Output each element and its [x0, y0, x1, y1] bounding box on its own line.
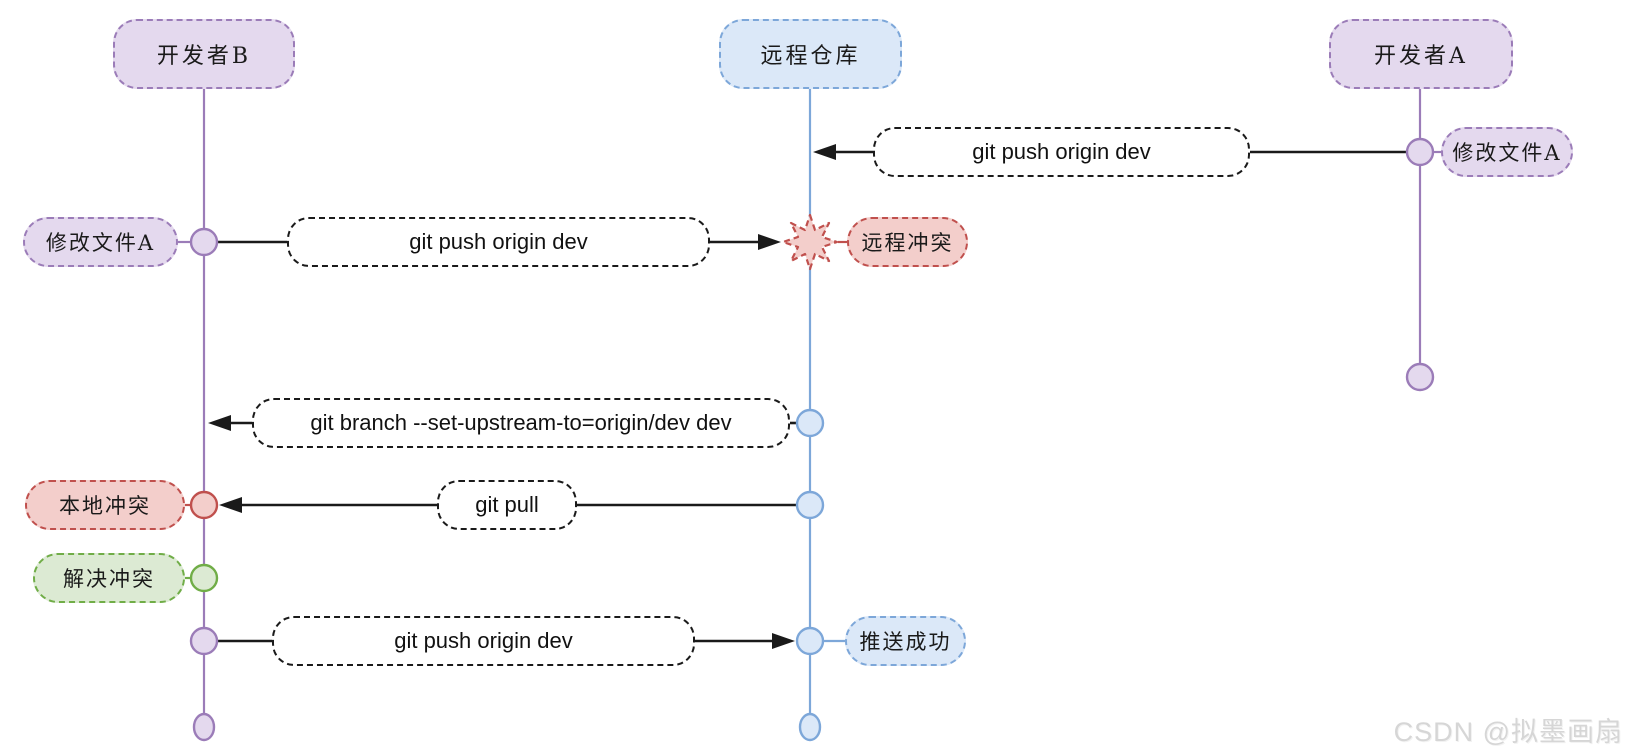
actor-devA: 开发者A: [1329, 19, 1513, 89]
lifeline-remote-end-node: [798, 712, 822, 742]
command-push-final-label: git push origin dev: [394, 628, 573, 653]
arrow-push-from-a: [813, 144, 1441, 160]
watermark: CSDN @拟墨画扇: [1393, 717, 1623, 747]
event-devB-modify-label: 修改文件A: [45, 231, 156, 255]
command-push-from-b-label: git push origin dev: [409, 229, 588, 254]
event-devB-modify: 修改文件A: [23, 217, 178, 267]
arrowhead-right: [772, 633, 795, 649]
event-local-conflict: 本地冲突: [25, 480, 185, 530]
arrowhead-left: [813, 144, 836, 160]
event-remote-conflict: 远程冲突: [847, 217, 968, 267]
node-remote-2: [795, 490, 825, 520]
event-devA-modify: 修改文件A: [1441, 127, 1573, 177]
arrow-push-final: [217, 633, 845, 649]
command-push-final: git push origin dev: [272, 616, 695, 666]
command-pull: git pull: [437, 480, 577, 530]
node-local-conflict: [189, 490, 219, 520]
actor-remote: 远程仓库: [719, 19, 902, 89]
arrow-push-from-b: [178, 234, 847, 250]
command-set-upstream: git branch --set-upstream-to=origin/dev …: [252, 398, 790, 448]
actor-remote-label: 远程仓库: [760, 44, 861, 69]
event-remote-conflict-label: 远程冲突: [861, 231, 954, 255]
command-push-from-a-label: git push origin dev: [972, 139, 1151, 164]
actor-devA-label: 开发者A: [1374, 44, 1468, 69]
lifeline-remote: [798, 89, 822, 742]
node-devB-commit: [189, 227, 219, 257]
actor-devB-label: 开发者B: [156, 44, 252, 69]
node-remote-success: [795, 626, 825, 656]
lifeline-devB: [192, 89, 216, 742]
event-resolve-conflict: 解决冲突: [33, 553, 185, 603]
arrowhead-right: [758, 234, 781, 250]
event-devA-modify-label: 修改文件A: [1452, 141, 1562, 165]
lifeline-devB-end-node: [192, 712, 216, 742]
conflict-burst-icon: [781, 213, 839, 271]
command-pull-label: git pull: [475, 492, 539, 517]
node-devA-commit: [1405, 137, 1435, 167]
lifeline-devA-end-node: [1405, 362, 1435, 392]
node-resolve-conflict: [189, 563, 219, 593]
node-devB-push: [189, 626, 219, 656]
lifeline-devA: [1405, 89, 1435, 392]
command-push-from-a: git push origin dev: [873, 127, 1250, 177]
event-resolve-conflict-label: 解决冲突: [63, 567, 155, 591]
event-push-success-label: 推送成功: [859, 630, 952, 654]
event-push-success: 推送成功: [845, 616, 966, 666]
command-push-from-b: git push origin dev: [287, 217, 710, 267]
arrowhead-left: [208, 415, 231, 431]
arrowhead-left: [219, 497, 242, 513]
node-remote-1: [795, 408, 825, 438]
event-local-conflict-label: 本地冲突: [59, 494, 151, 518]
actor-devB: 开发者B: [113, 19, 295, 89]
command-set-upstream-label: git branch --set-upstream-to=origin/dev …: [310, 410, 732, 435]
